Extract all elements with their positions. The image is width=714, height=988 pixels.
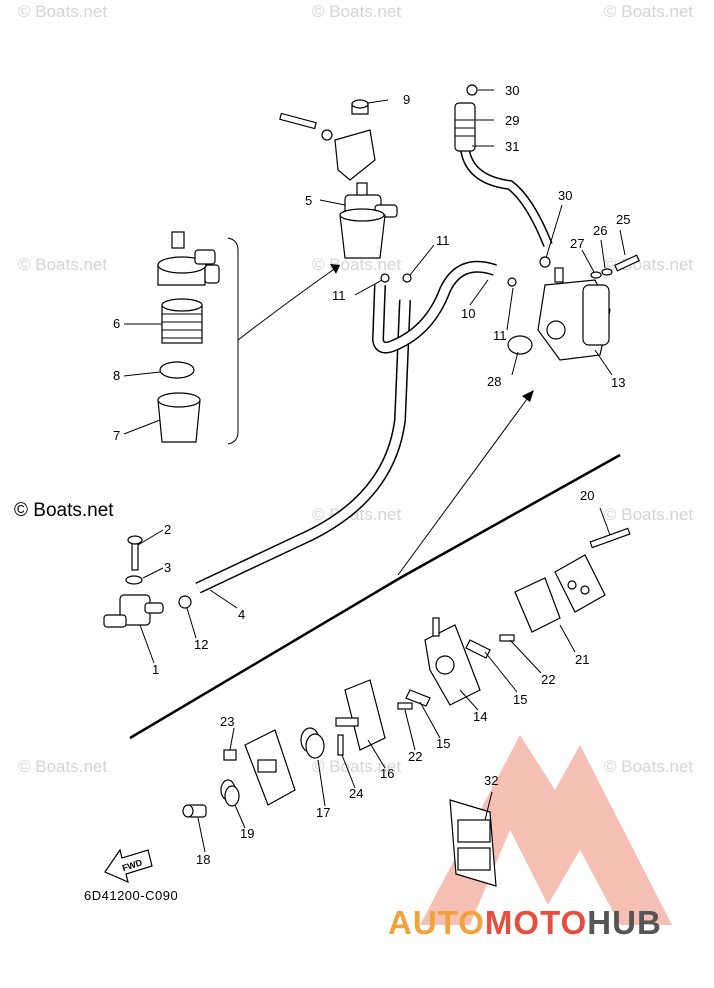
- watermark-10: © Boats.net: [312, 757, 402, 776]
- detail-leader: [237, 264, 341, 341]
- callout-27: 27: [570, 236, 584, 251]
- watermark-8: © Boats.net: [604, 505, 694, 524]
- clamp-11-b: [402, 273, 412, 283]
- spring-17: [300, 727, 325, 759]
- callout-19: 19: [240, 826, 254, 841]
- pump-arrow-head: [522, 390, 534, 402]
- logo-part-auto: AUTO: [388, 904, 485, 941]
- fuel-pump-13: [537, 267, 611, 361]
- callout-30-b: 30: [558, 188, 572, 203]
- logo-wordmark: AUTOMOTOHUB: [388, 904, 662, 942]
- callout-13: 13: [611, 375, 625, 390]
- plunger-18: [182, 804, 207, 818]
- primer-hose: [460, 148, 553, 247]
- screw-22-lower: [397, 702, 413, 710]
- pump-arrow-line: [397, 394, 531, 576]
- callout-32: 32: [484, 773, 498, 788]
- callout-8: 8: [113, 368, 120, 383]
- plate-16: [335, 679, 386, 751]
- callout-1: 1: [152, 662, 159, 677]
- callout-7: 7: [113, 428, 120, 443]
- label-32: [449, 799, 497, 887]
- callout-26: 26: [593, 223, 607, 238]
- detail-arrow: [330, 264, 340, 274]
- callout-31: 31: [505, 139, 519, 154]
- callout-20: 20: [580, 488, 594, 503]
- clip-30-right: [539, 256, 551, 268]
- valve-15-lower: [405, 689, 431, 707]
- callout-12: 12: [194, 637, 208, 652]
- callout-4: 4: [238, 607, 245, 622]
- callout-23: 23: [220, 714, 234, 729]
- watermark-11: © Boats.net: [604, 757, 694, 776]
- callout-30-a: 30: [505, 83, 519, 98]
- detail-bracket: [227, 237, 239, 445]
- callout-29: 29: [505, 113, 519, 128]
- o-ring-28: [507, 335, 533, 355]
- callout-6: 6: [113, 316, 120, 331]
- diaphragm-gasket: [514, 577, 561, 633]
- callout-14: 14: [473, 709, 487, 724]
- callout-16: 16: [380, 766, 394, 781]
- callout-9: 9: [403, 92, 410, 107]
- callout-numbers: 1 2 3 4 5 6 7 8 9 10 11 11 11 12 13 14 1…: [113, 83, 630, 873]
- screw-25: [614, 254, 640, 272]
- callout-11-b: 11: [332, 288, 346, 303]
- filter-cup-7: [157, 392, 201, 443]
- valve-15-upper: [465, 639, 491, 659]
- logo-part-hub: HUB: [587, 904, 662, 941]
- callout-17: 17: [316, 805, 330, 820]
- callout-25: 25: [616, 212, 630, 227]
- watermark-9: © Boats.net: [18, 757, 108, 776]
- screw-22-upper: [499, 634, 515, 642]
- callout-3: 3: [164, 560, 171, 575]
- divider-line: [129, 453, 621, 740]
- callout-22-a: 22: [541, 672, 555, 687]
- spring-19: [220, 779, 240, 807]
- clamp-11-c: [507, 277, 517, 287]
- pin-24: [337, 734, 344, 756]
- callout-11-a: 11: [436, 233, 450, 248]
- callout-5: 5: [305, 193, 312, 208]
- diagram-code: 6D41200-C090: [84, 888, 179, 903]
- leader-lines: [123, 89, 626, 853]
- callout-28: 28: [487, 374, 501, 389]
- clip-12: [178, 595, 192, 609]
- watermark-3: © Boats.net: [604, 2, 694, 21]
- callout-10: 10: [461, 306, 475, 321]
- pump-housing: [244, 729, 296, 806]
- callout-2: 2: [164, 522, 171, 537]
- washer-27: [590, 271, 602, 279]
- callout-11-c: 11: [493, 328, 507, 343]
- hose-sleeve-29: [454, 102, 476, 152]
- screw-20: [589, 527, 631, 549]
- o-ring-8: [159, 361, 195, 379]
- bracket-9: [279, 99, 376, 181]
- callout-21: 21: [575, 652, 589, 667]
- filter-cap-detail: [157, 231, 220, 286]
- watermark-1: © Boats.net: [18, 2, 108, 21]
- washer-26: [601, 268, 613, 276]
- clamp-11-a: [380, 273, 390, 283]
- cover-21: [554, 554, 606, 613]
- pump-body-14: [424, 617, 481, 706]
- callout-22-b: 22: [408, 749, 422, 764]
- copyright-label: © Boats.net: [14, 500, 114, 521]
- watermark-4: © Boats.net: [18, 255, 108, 274]
- callout-15-a: 15: [513, 692, 527, 707]
- logo-part-moto: MOTO: [484, 904, 588, 941]
- nut-23: [223, 749, 237, 761]
- fwd-arrow: [104, 848, 153, 884]
- watermark-2: © Boats.net: [312, 2, 402, 21]
- clip-30-top: [466, 84, 478, 96]
- fuel-joint-1: [103, 594, 164, 628]
- callout-24: 24: [349, 786, 363, 801]
- fuel-filter-5: [339, 182, 398, 259]
- callout-18: 18: [196, 852, 210, 867]
- washer-3: [125, 575, 143, 585]
- callout-15-b: 15: [436, 736, 450, 751]
- filter-element-6: [161, 298, 203, 344]
